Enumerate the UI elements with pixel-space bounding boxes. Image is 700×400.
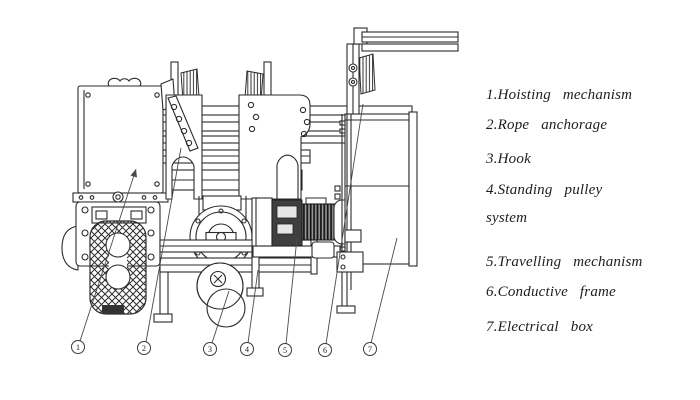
standing-pulley-drawing bbox=[189, 195, 253, 269]
callout-1-number: 1 bbox=[76, 343, 80, 352]
callout-6-number: 6 bbox=[323, 346, 327, 355]
legend-line-standing-pulley-wrap: system bbox=[486, 210, 528, 226]
leader-lines bbox=[79, 103, 398, 345]
callout-5: 5 bbox=[278, 343, 292, 357]
conductive-frame-drawing bbox=[334, 27, 459, 314]
callout-7-number: 7 bbox=[368, 345, 372, 354]
hook-drawing bbox=[196, 262, 246, 328]
callout-7: 7 bbox=[363, 342, 377, 356]
legend-line-electrical-box: 7.Electrical box bbox=[486, 319, 594, 335]
legend-line-hoisting-mechanism: 1.Hoisting mechanism bbox=[486, 87, 633, 103]
legend-line-travelling-mechanism: 5.Travelling mechanism bbox=[486, 254, 643, 270]
legend-line-hook: 3.Hook bbox=[486, 151, 531, 167]
legend-line-standing-pulley: 4.Standing pulley bbox=[486, 182, 603, 198]
callout-3-number: 3 bbox=[208, 345, 212, 354]
trolley-bracket-left bbox=[160, 61, 203, 200]
callout-4: 4 bbox=[240, 342, 254, 356]
callout-4-number: 4 bbox=[245, 345, 249, 354]
callout-3: 3 bbox=[203, 342, 217, 356]
callout-5-number: 5 bbox=[283, 346, 287, 355]
callout-2-number: 2 bbox=[142, 344, 146, 353]
hoisting-mechanism-drawing bbox=[61, 77, 173, 323]
legend-line-rope-anchorage: 2.Rope anchorage bbox=[486, 117, 608, 133]
callout-2: 2 bbox=[137, 341, 151, 355]
trolley-bracket-right bbox=[238, 61, 311, 200]
callout-1: 1 bbox=[71, 340, 85, 354]
callout-6: 6 bbox=[318, 343, 332, 357]
legend-line-conductive-frame: 6.Conductive frame bbox=[486, 284, 616, 300]
